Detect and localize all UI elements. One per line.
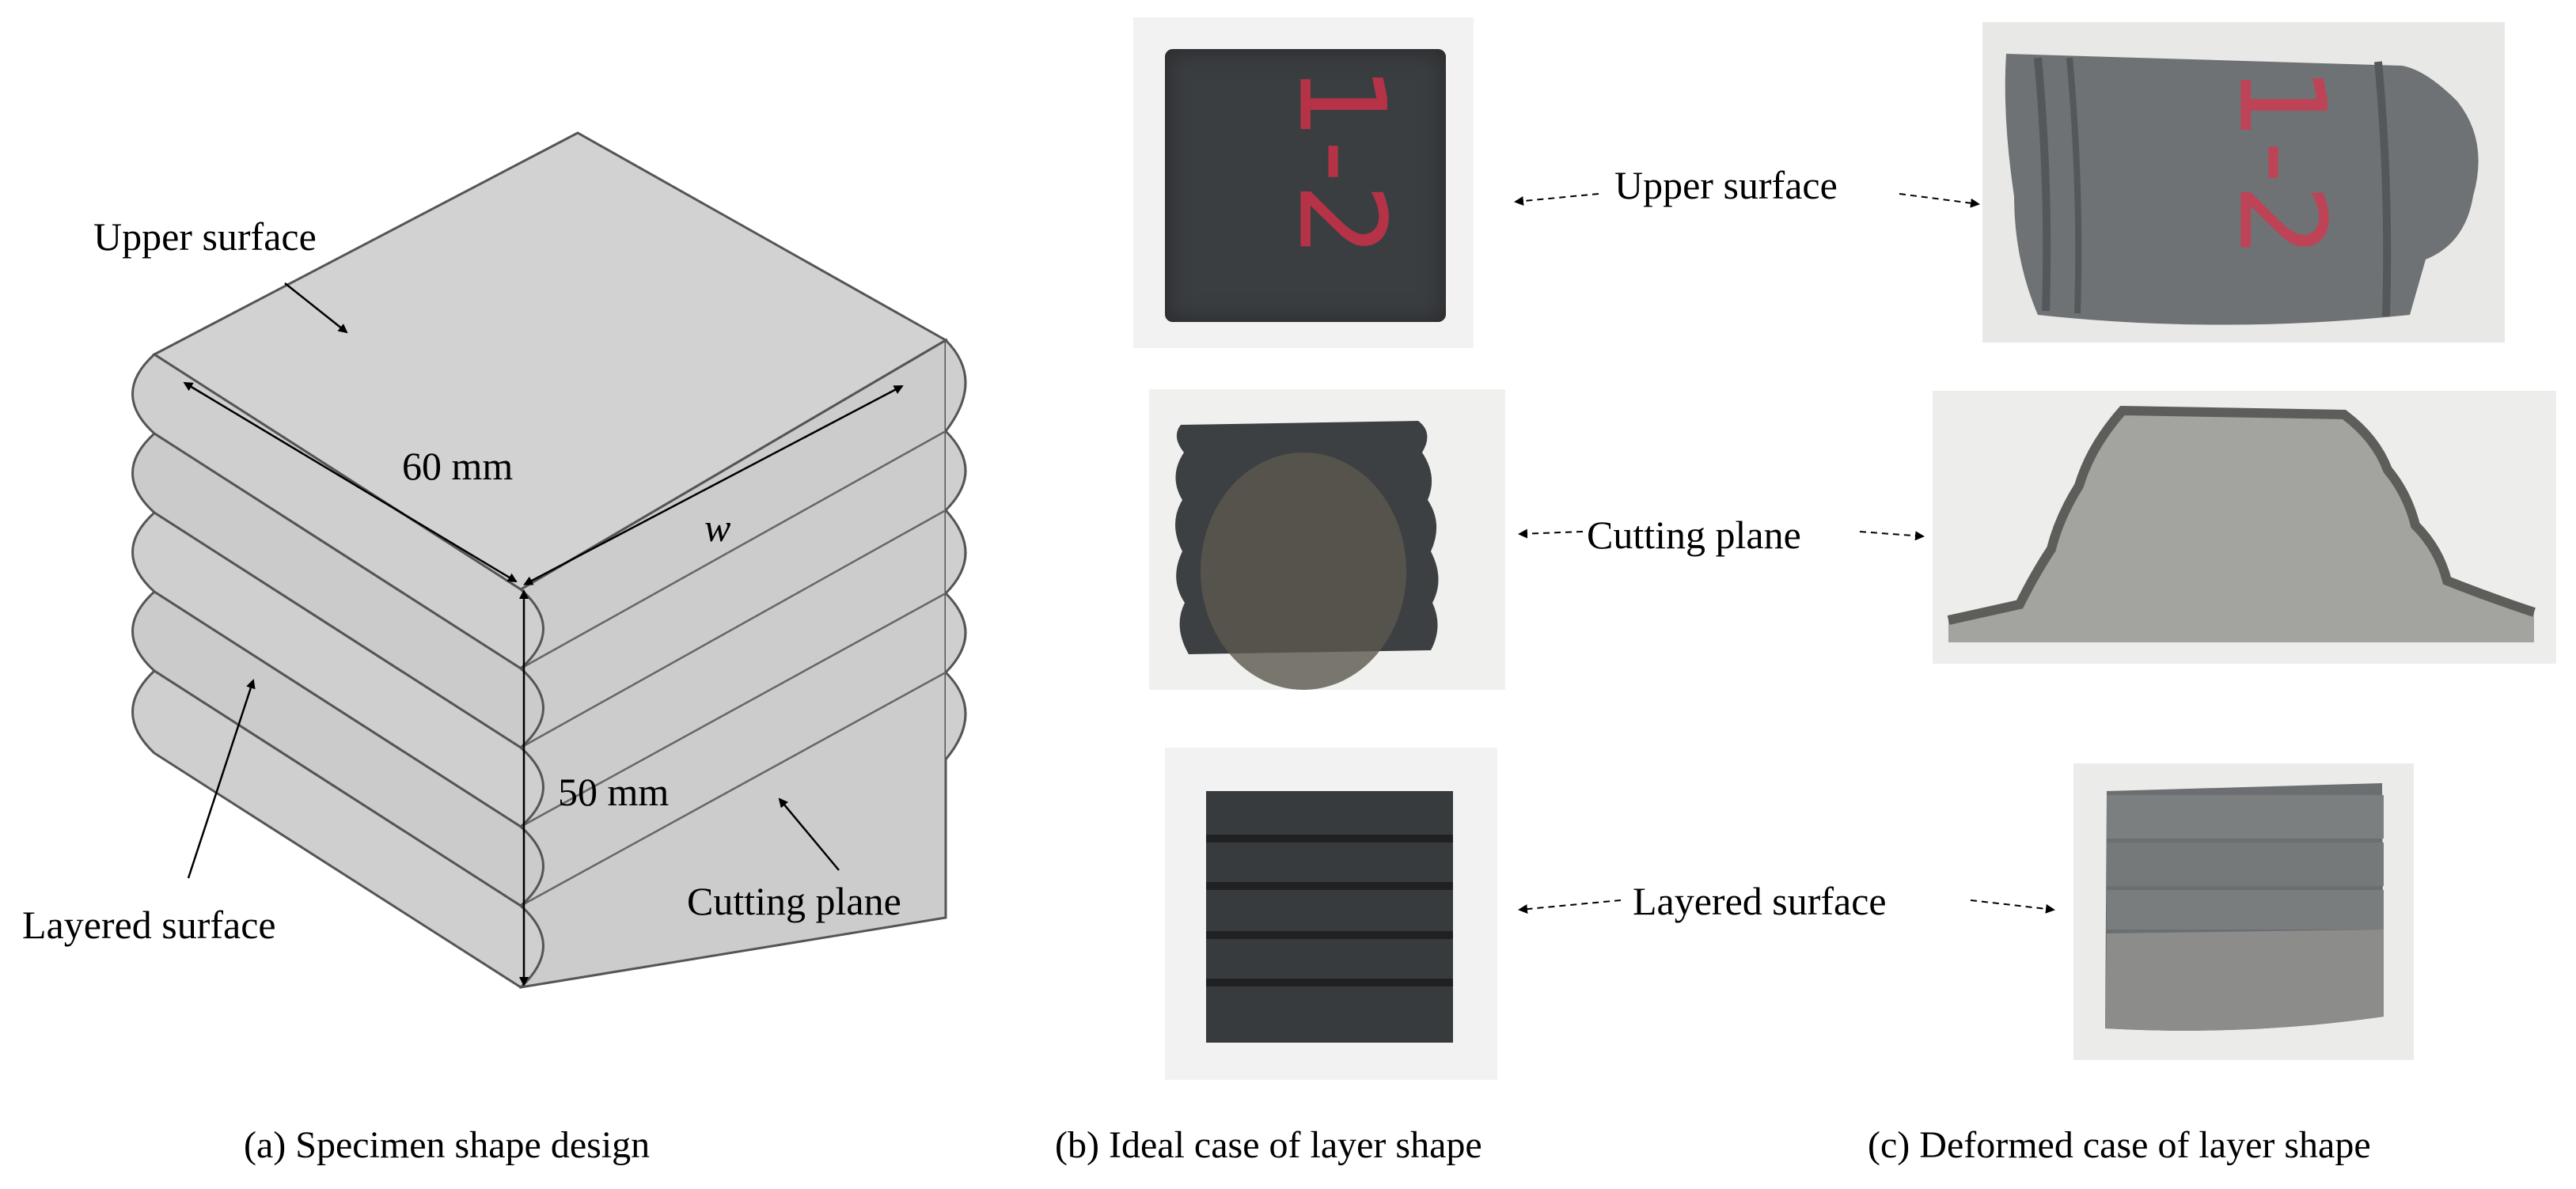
layered-surface-pointer <box>187 679 256 879</box>
label-cutting-plane-a: Cutting plane <box>687 879 901 923</box>
label-layered-surface-a: Layered surface <box>22 903 276 947</box>
connector-arrows <box>1514 193 2055 914</box>
red-mark-deformed: 1-2 <box>2212 65 2350 259</box>
photo-deformed-layered-surface <box>2073 763 2414 1060</box>
photo-ideal-layered-surface <box>1165 748 1497 1080</box>
caption-c: (c) Deformed case of layer shape <box>1868 1124 2371 1166</box>
label-layered-surface-center: Layered surface <box>1633 879 1887 923</box>
label-upper-surface-center: Upper surface <box>1614 163 1838 207</box>
photo-deformed-upper-surface: 1-2 <box>1982 22 2505 343</box>
caption-b: (b) Ideal case of layer shape <box>1055 1124 1482 1166</box>
dim-w-line <box>523 384 904 585</box>
caption-a: (a) Specimen shape design <box>244 1124 651 1166</box>
label-w: w <box>704 506 731 550</box>
layer-rounded-ends <box>944 339 967 760</box>
label-50mm: 50 mm <box>558 770 670 814</box>
red-mark-ideal: 1-2 <box>1272 64 1410 259</box>
label-60mm: 60 mm <box>402 444 514 488</box>
photo-deformed-cutting-plane <box>1933 391 2556 664</box>
upper-surface-pointer <box>284 282 348 334</box>
photo-ideal-upper-surface: 1-2 <box>1133 17 1474 348</box>
dim-60mm-line <box>183 381 518 583</box>
photo-ideal-cutting-plane <box>1149 389 1505 690</box>
cutting-plane-pointer <box>778 797 840 871</box>
label-cutting-plane-center: Cutting plane <box>1587 513 1801 557</box>
label-upper-surface-a: Upper surface <box>93 214 317 259</box>
